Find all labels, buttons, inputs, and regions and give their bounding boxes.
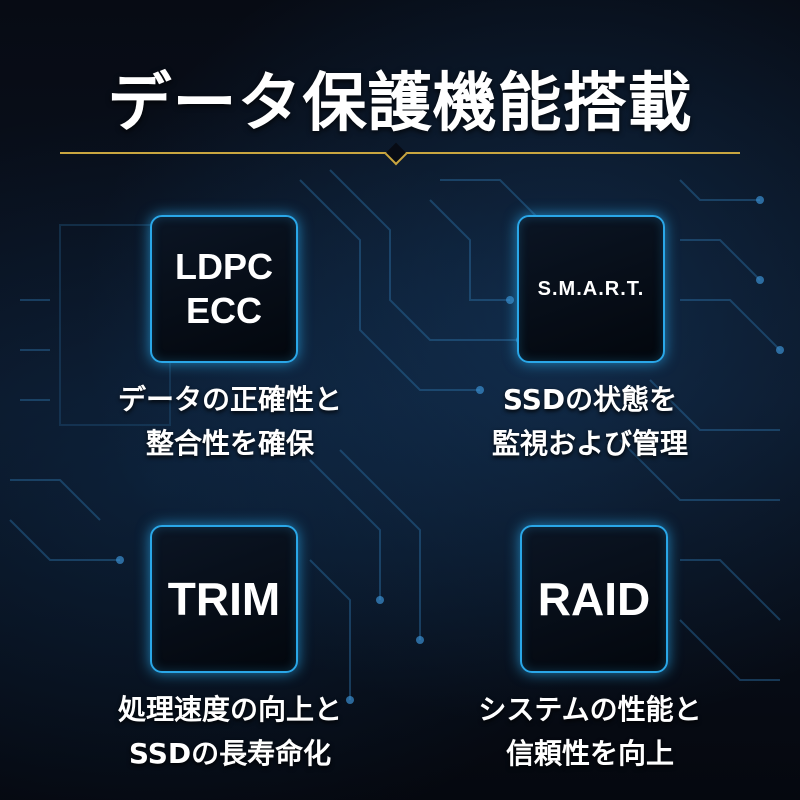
feature-caption-raid: システムの性能と 信頼性を向上 xyxy=(400,688,780,776)
caption-line: 信頼性を向上 xyxy=(505,737,674,770)
chip-label: TRIM xyxy=(167,573,281,625)
feature-caption-ldpc: データの正確性と 整合性を確保 xyxy=(40,378,420,466)
caption-line: データの正確性と xyxy=(117,383,342,416)
feature-caption-smart: SSDの状態を 監視および管理 xyxy=(400,378,780,466)
caption-line: SSDの状態を xyxy=(502,383,678,416)
caption-line: SSDの長寿命化 xyxy=(128,737,332,770)
feature-caption-trim: 処理速度の向上と SSDの長寿命化 xyxy=(40,688,420,776)
chip-label: S.M.A.R.T. xyxy=(537,277,645,300)
caption-line: 処理速度の向上と xyxy=(117,693,342,726)
ldpc-ecc-chip-icon: LDPC ECC xyxy=(150,215,298,363)
smart-chip-icon: S.M.A.R.T. xyxy=(517,215,665,363)
trim-chip-icon: TRIM xyxy=(150,525,298,673)
chip-label: RAID xyxy=(537,573,651,625)
chip-label: ECC xyxy=(185,290,262,331)
raid-chip-icon: RAID xyxy=(520,525,668,673)
caption-line: 整合性を確保 xyxy=(145,427,314,460)
page-title: データ保護機能搭載 xyxy=(107,67,693,141)
caption-line: システムの性能と xyxy=(478,693,702,726)
caption-line: 監視および管理 xyxy=(491,427,688,460)
chip-label: LDPC xyxy=(175,246,273,287)
